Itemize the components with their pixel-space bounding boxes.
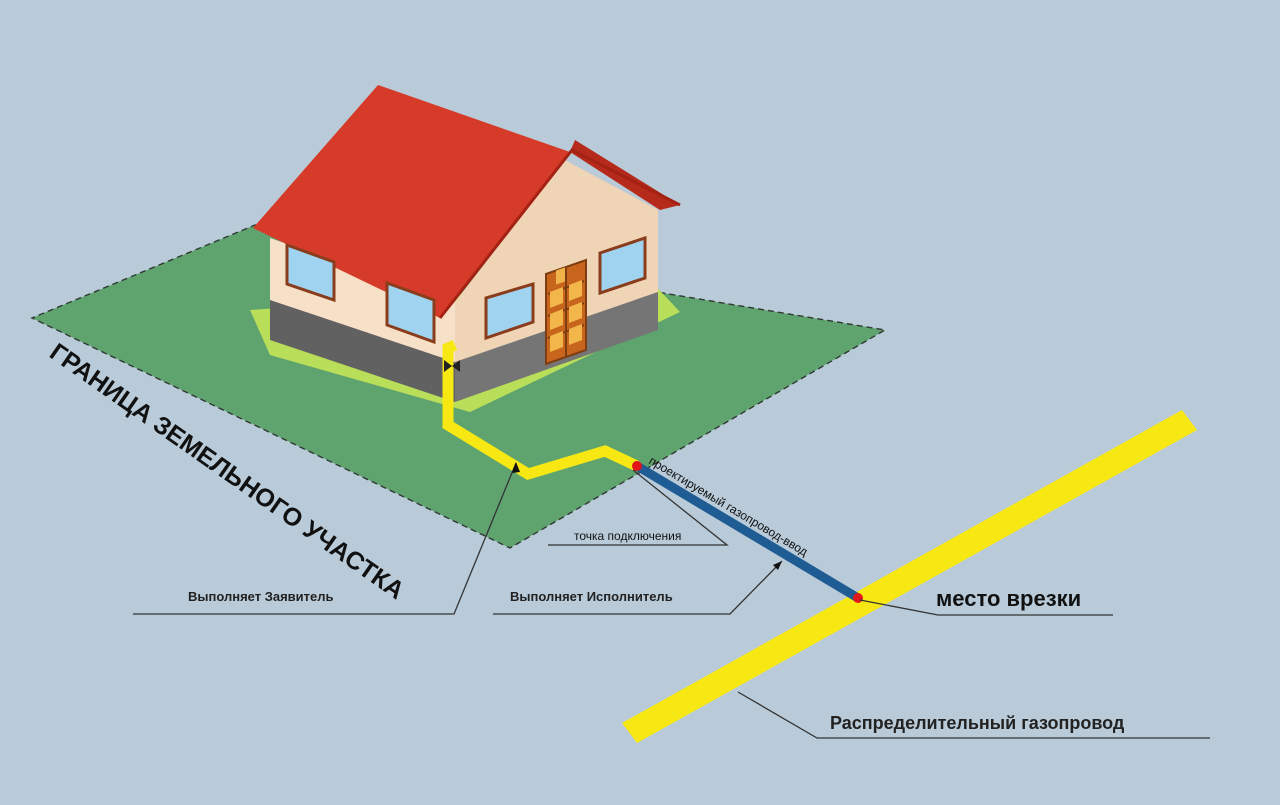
tie-in-place-label: место врезки [936, 586, 1081, 611]
connection-point-dot [632, 461, 642, 471]
leader-line-applicant [133, 462, 517, 615]
distribution-gas-pipe [622, 410, 1197, 743]
contractor-label: Выполняет Исполнитель [510, 589, 673, 604]
leader-line-contractor [493, 560, 783, 615]
connection-point-label: точка подключения [574, 529, 681, 543]
leader-line-distribution [737, 691, 1210, 739]
window-front-right [385, 280, 436, 345]
window-front-left [285, 242, 336, 303]
leader-arrow-contractor [773, 561, 782, 570]
window-side-left [484, 281, 535, 341]
tie-in-point-dot [853, 593, 863, 603]
designed-pipe-label: проектируемый газопровод-ввод [646, 454, 810, 559]
house-base-front [270, 298, 455, 402]
house-roof-front [253, 85, 570, 318]
leader-line-tie-in [859, 599, 1113, 616]
applicant-label: Выполняет Заявитель [188, 589, 333, 604]
distribution-pipe-label: Распределительный газопровод [830, 713, 1125, 733]
roof-eave-edge [438, 148, 681, 319]
window-side-right [598, 235, 647, 296]
leader-line-connection [548, 469, 729, 546]
applicant-gas-pipe [442, 339, 640, 480]
gas-valve-icon [444, 360, 460, 372]
leader-arrow-applicant [512, 462, 520, 473]
designed-gas-pipe [634, 462, 861, 602]
house-door [545, 258, 587, 366]
